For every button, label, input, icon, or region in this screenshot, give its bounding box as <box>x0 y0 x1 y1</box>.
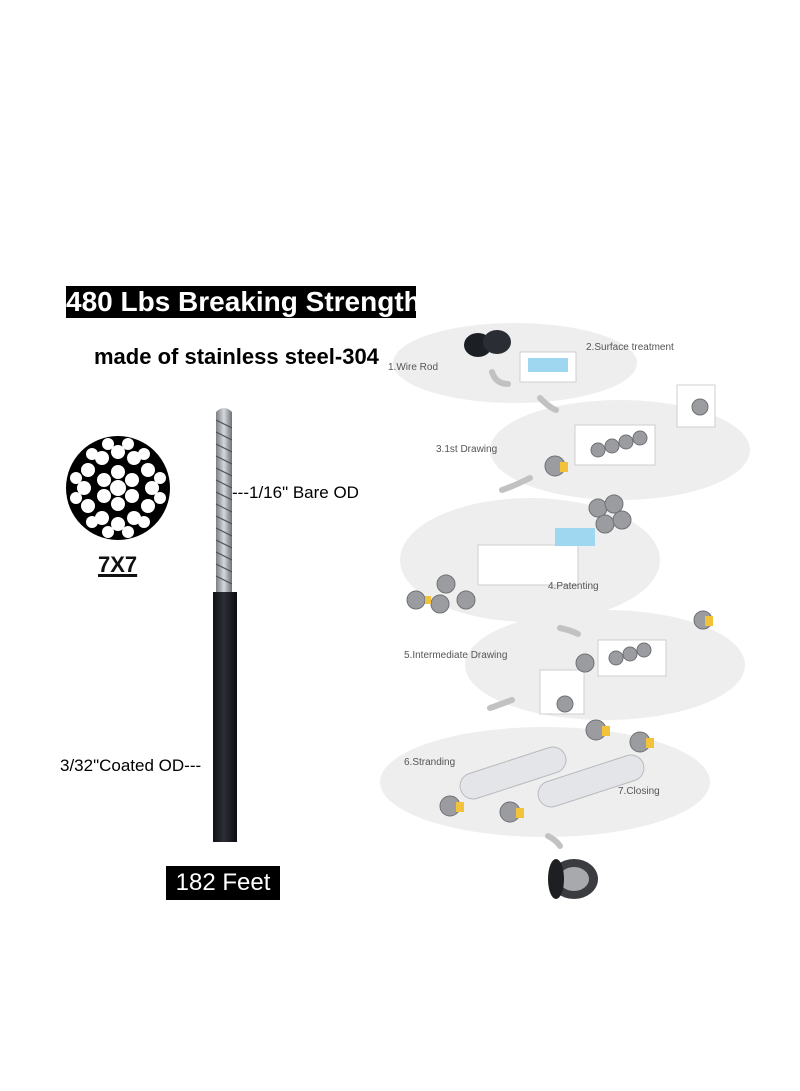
coated-od-label: 3/32"Coated OD--- <box>60 756 202 775</box>
cable-image <box>213 408 237 842</box>
material-text: made of stainless steel-304 <box>94 344 379 369</box>
breaking-strength-banner: 480 Lbs Breaking Strength <box>66 286 421 318</box>
process-step-label: 4.Patenting <box>548 581 599 592</box>
process-step-label: 7.Closing <box>618 786 660 797</box>
strand-type-label: 7X7 <box>98 552 138 577</box>
length-badge: 182 Feet <box>166 866 280 900</box>
bare-od-label: ---1/16" Bare OD <box>232 483 359 502</box>
manufacturing-process-diagram <box>380 323 750 899</box>
process-step-label: 3.1st Drawing <box>436 444 498 455</box>
cross-section-icon <box>66 436 170 540</box>
process-step-label: 2.Surface treatment <box>586 342 674 353</box>
process-step-label: 5.Intermediate Drawing <box>404 650 508 661</box>
process-step-label: 1.Wire Rod <box>388 362 439 373</box>
process-step-label: 6.Stranding <box>404 757 456 768</box>
